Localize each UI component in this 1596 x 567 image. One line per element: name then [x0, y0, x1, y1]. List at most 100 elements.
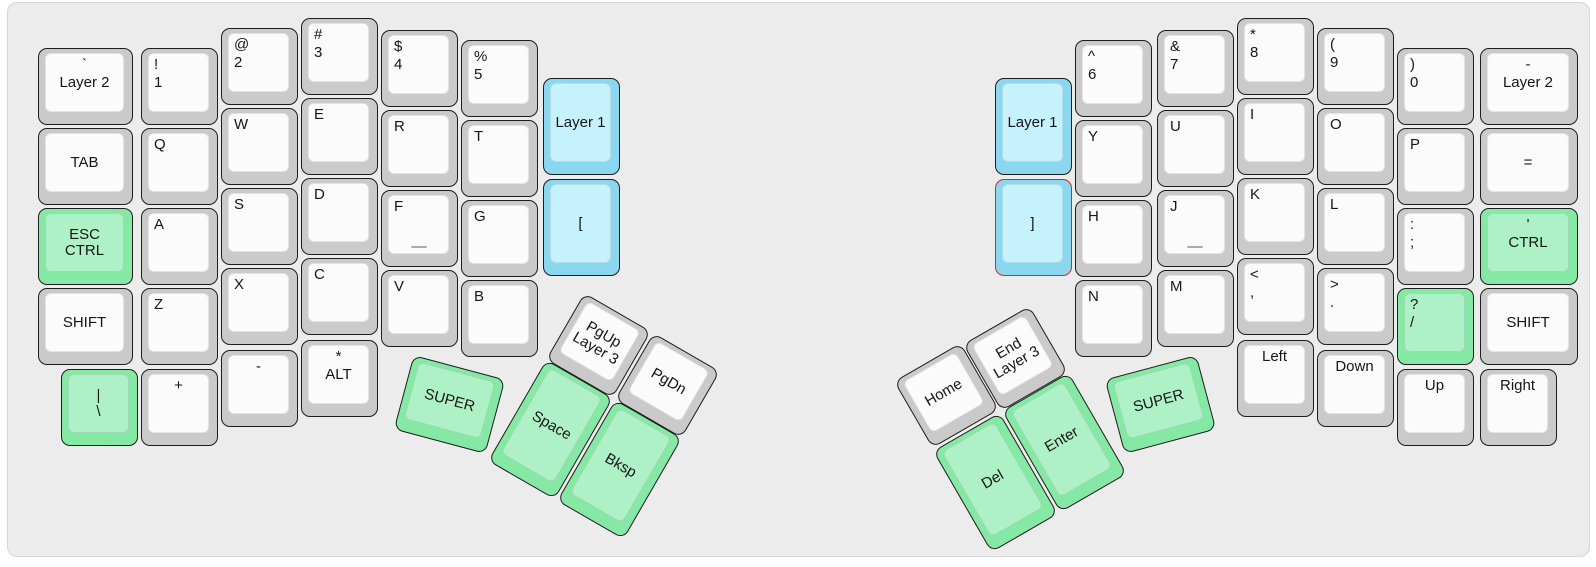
key-legend: + [174, 377, 183, 394]
key-greater-period[interactable]: >. [1317, 268, 1394, 345]
key-legend: W [234, 116, 249, 133]
key-l[interactable]: L [1317, 188, 1394, 265]
key-legend: < [1250, 266, 1259, 283]
key-z[interactable]: Z [141, 288, 218, 365]
key-caret-6[interactable]: ^6 [1075, 40, 1152, 117]
key-h[interactable]: H [1075, 200, 1152, 277]
key-t[interactable]: T [461, 120, 538, 197]
key-f[interactable]: F [381, 190, 458, 267]
key-legend: Up [1424, 377, 1445, 394]
key-i[interactable]: I [1237, 98, 1314, 175]
key-e[interactable]: E [301, 98, 378, 175]
keycap-top: R [388, 115, 449, 174]
key-tab[interactable]: TAB [38, 128, 133, 205]
key-legend-center: SUPER [405, 363, 494, 438]
key-legend: > [1330, 276, 1339, 293]
key-rbracket[interactable]: ] [995, 179, 1072, 276]
key-minus-left[interactable]: - [221, 350, 298, 427]
key-plus[interactable]: + [141, 369, 218, 446]
key-lbracket[interactable]: [ [543, 179, 620, 276]
key-rparen-0[interactable]: )0 [1397, 48, 1474, 125]
key-legend-center: = [1488, 134, 1568, 191]
key-exclam-1[interactable]: !1 [141, 48, 218, 125]
key-amp-7[interactable]: &7 [1157, 30, 1234, 107]
keycap-top: B [468, 285, 529, 344]
key-lparen-9[interactable]: (9 [1317, 28, 1394, 105]
key-v[interactable]: V [381, 270, 458, 347]
keycap-top: >. [1324, 273, 1385, 332]
key-legend: T [474, 128, 484, 145]
keycap-top: <, [1244, 263, 1305, 322]
key-legend: M [1170, 278, 1183, 295]
key-percent-5[interactable]: %5 [461, 40, 538, 117]
key-a[interactable]: A [141, 208, 218, 285]
key-j[interactable]: J [1157, 190, 1234, 267]
key-arrow-left[interactable]: Left [1237, 340, 1314, 417]
key-n[interactable]: N [1075, 280, 1152, 357]
key-x[interactable]: X [221, 268, 298, 345]
key-quote-ctrl[interactable]: 'CTRL [1480, 208, 1578, 285]
key-star-8[interactable]: *8 [1237, 18, 1314, 95]
key-minus-layer2[interactable]: -Layer 2 [1480, 48, 1578, 125]
key-r[interactable]: R [381, 110, 458, 187]
keycap-top: Z [148, 293, 209, 352]
key-dollar-4[interactable]: $4 [381, 30, 458, 107]
key-star-alt[interactable]: *ALT [301, 340, 378, 417]
keycap-top: #3 [308, 23, 369, 82]
key-shift-right[interactable]: SHIFT [1480, 288, 1578, 365]
key-at-2[interactable]: @2 [221, 28, 298, 105]
key-s[interactable]: S [221, 188, 298, 265]
key-q[interactable]: Q [141, 128, 218, 205]
key-legend: 4 [394, 55, 403, 73]
key-arrow-right[interactable]: Right [1480, 369, 1557, 446]
key-u[interactable]: U [1157, 110, 1234, 187]
key-pipe-backslash[interactable]: |\ [61, 369, 138, 446]
key-legend: : [1410, 216, 1415, 233]
keycap-top: I [1244, 103, 1305, 162]
key-super-left[interactable]: SUPER [393, 355, 506, 454]
key-less-comma[interactable]: <, [1237, 258, 1314, 335]
key-shift-left[interactable]: SHIFT [38, 288, 133, 365]
key-o[interactable]: O [1317, 108, 1394, 185]
key-w[interactable]: W [221, 108, 298, 185]
key-legend: 5 [474, 65, 483, 83]
key-legend-center: Layer 2 [46, 54, 123, 111]
key-d[interactable]: D [301, 178, 378, 255]
keycap-top: (9 [1324, 33, 1385, 92]
key-legend: = [1523, 153, 1533, 171]
key-y[interactable]: Y [1075, 120, 1152, 197]
key-k[interactable]: K [1237, 178, 1314, 255]
key-hash-3[interactable]: #3 [301, 18, 378, 95]
key-question-slash[interactable]: ?/ [1397, 288, 1474, 365]
keycap-top: SUPER [1112, 362, 1205, 440]
key-c[interactable]: C [301, 258, 378, 335]
key-m[interactable]: M [1157, 270, 1234, 347]
key-g[interactable]: G [461, 200, 538, 277]
keycap-top: *ALT [308, 345, 369, 404]
keycap-top: Layer 1 [1002, 83, 1063, 162]
key-equals[interactable]: = [1480, 128, 1578, 205]
key-arrow-down[interactable]: Down [1317, 350, 1394, 427]
key-legend: 2 [234, 53, 243, 71]
key-grave-layer2[interactable]: `Layer 2 [38, 48, 133, 125]
key-layer1-left[interactable]: Layer 1 [543, 78, 620, 175]
key-legend: Layer 2 [1502, 73, 1554, 91]
key-arrow-up[interactable]: Up [1397, 369, 1474, 446]
key-p[interactable]: P [1397, 128, 1474, 205]
key-legend: Down [1335, 358, 1374, 375]
key-super-right[interactable]: SUPER [1104, 355, 1217, 454]
keycap-top: J [1164, 195, 1225, 254]
keycap-top: SHIFT [1487, 293, 1569, 352]
keycap-top: @2 [228, 33, 289, 92]
keycap-top: SUPER [403, 361, 496, 440]
keycap-top: W [228, 113, 289, 172]
key-legend: ` [82, 56, 87, 73]
keycap-top: PgDn [627, 340, 710, 423]
key-colon-semicolon[interactable]: :; [1397, 208, 1474, 285]
key-layer1-right[interactable]: Layer 1 [995, 78, 1072, 175]
key-b[interactable]: B [461, 280, 538, 357]
